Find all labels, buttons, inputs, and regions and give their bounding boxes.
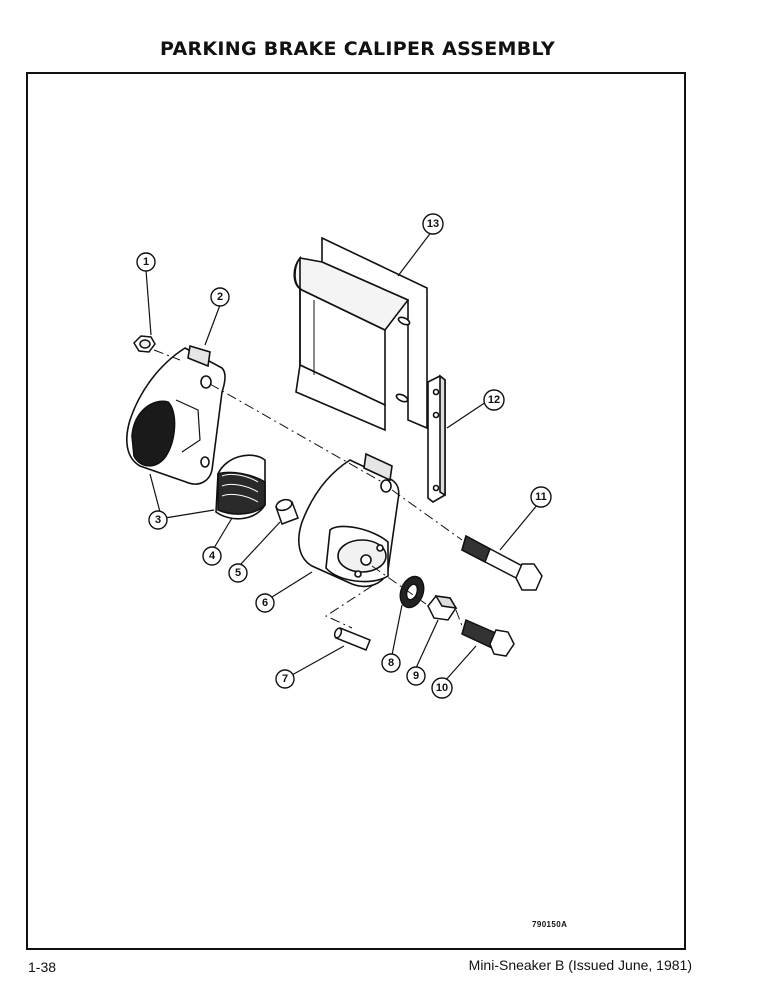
part-5-dowel-pin (275, 498, 299, 525)
diagram-frame (26, 72, 686, 950)
callout-label-13: 13 (427, 218, 439, 230)
part-4-brake-pad (215, 454, 266, 520)
callout-circle-13 (422, 213, 444, 235)
part-8-washer (399, 575, 425, 609)
callout-label-6: 6 (262, 597, 268, 609)
assembly-centerlines (153, 349, 463, 629)
callout-label-10: 10 (436, 682, 448, 694)
part-9-nut (427, 595, 458, 621)
part-7-roll-pin (333, 627, 371, 651)
callout-circle-12 (483, 389, 505, 411)
publication-info: Mini-Sneaker B (Issued June, 1981) (468, 957, 692, 973)
callout-markers (136, 213, 552, 699)
callout-label-11: 11 (535, 491, 547, 503)
callout-circle-4 (202, 546, 222, 566)
part-2-caliper-half (126, 344, 226, 485)
callout-circle-7 (275, 669, 295, 689)
callout-label-8: 8 (388, 657, 394, 669)
page-number: 1-38 (28, 959, 57, 975)
callout-circle-1 (136, 252, 156, 272)
callout-label-4: 4 (209, 550, 216, 562)
callout-circle-11 (530, 486, 552, 508)
part-11-long-bolt (461, 534, 543, 591)
callout-circle-8 (381, 653, 401, 673)
part-1-nut (133, 335, 156, 353)
callout-circle-9 (406, 666, 426, 686)
part-12-strap-plate (427, 374, 446, 503)
part-13-mounting-bracket (293, 236, 428, 432)
callout-label-1: 1 (143, 256, 149, 268)
callout-label-5: 5 (235, 567, 241, 579)
part-10-short-bolt (461, 618, 515, 657)
callout-label-12: 12 (488, 394, 500, 406)
part-6-caliper-half (298, 452, 400, 588)
callout-labels: 1 2 3 4 5 6 7 8 9 10 11 12 13 (143, 218, 547, 694)
callout-label-9: 9 (413, 670, 419, 682)
callout-circle-2 (210, 287, 230, 307)
callout-circle-10 (431, 677, 453, 699)
callout-leaders (145, 230, 539, 683)
callout-label-2: 2 (217, 291, 223, 303)
page-title: PARKING BRAKE CALIPER ASSEMBLY (159, 38, 556, 60)
callout-circle-5 (228, 563, 248, 583)
callout-circle-6 (255, 593, 275, 613)
figure-number: 790150A (532, 920, 568, 929)
callout-circle-3 (148, 510, 168, 530)
callout-label-3: 3 (155, 514, 161, 526)
callout-label-7: 7 (282, 673, 288, 685)
